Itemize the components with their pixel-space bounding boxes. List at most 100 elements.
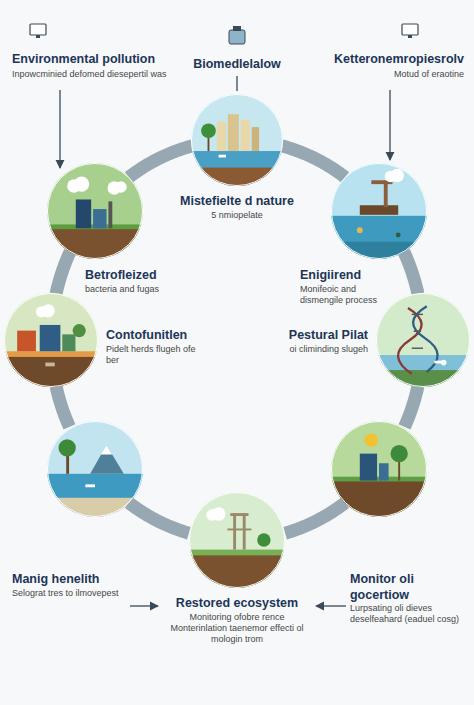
stage-circle: EnigiirendMonifeoic and dismengile proce… [331,163,427,259]
circle-illustration [376,293,470,387]
circle-illustration [331,163,427,259]
circle-illustration [47,163,143,259]
scene-shape [75,200,90,229]
step-note: oi climinding slugeh [270,344,368,355]
stage-circle: Restored ecosystemMonitoring ofobre renc… [189,492,285,588]
scene-shape [365,433,378,446]
circle-illustration [331,421,427,517]
scene-shape [217,122,226,151]
text-group: Betrofleizedbacteria and fugas [85,268,195,295]
leader-arrow [130,605,158,606]
ground [331,476,427,516]
step-note: 5 nmiopelate [157,210,317,221]
scene [47,163,143,259]
circle-rim [47,421,142,516]
step-heading: Manig henelith [12,572,124,588]
scene-shape [360,206,398,216]
circle-rim [4,293,97,386]
scene-shape [412,314,423,315]
scene-shape [243,513,246,549]
step-heading: Mistefielte d nature [157,194,317,210]
scene [189,492,285,588]
text-group: Mistefielte d nature5 nmiopelate [157,194,317,221]
circle-rim [189,492,284,587]
ground [4,357,98,387]
sky [47,163,143,259]
scene-shape [100,445,112,455]
step-note: bacteria and fugas [85,284,195,295]
icon-body [229,30,245,44]
scene-shape [93,210,106,229]
circle-rim [332,164,427,259]
scene-shape [414,331,422,332]
stage-label: Motud of eraotine [244,69,464,80]
icon-stand [36,35,40,38]
ground [189,550,285,588]
leader-arrow [389,90,390,160]
scene-shape [212,507,225,520]
scene-shape [90,445,124,474]
scene-shape [73,324,86,337]
ground [191,168,283,186]
ground [191,151,283,186]
cycle-ring [285,503,345,533]
scene-shape [391,445,408,462]
leader-arrow [316,605,346,606]
sky [376,293,470,387]
sky [331,163,427,259]
circle-illustration [47,421,143,517]
cycle-ring [404,252,418,294]
step-heading: Monitor oli gocertiow [350,572,466,603]
step-heading: Restored ecosystem [163,596,311,612]
cycle-ring [129,503,189,533]
step-note: Monitoring ofobre rence Monterinlation t… [163,612,311,646]
scene-shape [379,463,389,480]
ground [47,497,143,516]
scene-shape [241,120,250,151]
text-group: EnigiirendMonifeoic and dismengile proce… [300,268,388,306]
scene-shape [227,528,251,530]
scene-shape [413,306,437,372]
text-group: Pestural Pilatoi climinding slugeh [270,328,368,355]
step-note: Lurpsating oli dieves deselfeahard (eadu… [350,603,466,626]
scene-shape [230,513,248,516]
scene-shape [115,182,127,194]
circle-rim [191,94,282,185]
ground [331,216,427,259]
cycle-ring [56,252,70,294]
circle-rim [47,164,142,259]
circle-illustration [189,492,285,588]
lab-icon [229,26,245,44]
scene-shape [391,169,404,182]
scene [4,293,98,387]
stage-label: Biomedlelalow [157,57,317,73]
scene-shape [399,459,401,480]
stage-circle: Monitor oli gocertiowLurpsating oli diev… [331,421,427,517]
step-heading: Enigiirend [300,268,388,284]
ground [331,481,427,517]
icon-top [233,26,241,31]
step-heading: Contofunitlen [106,328,206,344]
scene [47,421,143,517]
ground [47,225,143,260]
scene-shape [360,453,377,480]
monitor-icon [402,24,418,38]
scene-shape [108,202,112,229]
circle-illustration [4,293,98,387]
scene-shape [357,228,363,234]
circle-rim [332,421,427,516]
cycle-ring [56,386,69,427]
scene-shape [257,533,270,546]
stage-label: Ketteronemropiesrolv [244,52,464,68]
icon-stand [408,35,412,38]
ground [189,555,285,588]
scene-shape [45,363,54,367]
stage-circle: Manig henelithSelograt tres to ilmovepes… [47,421,143,517]
text-group: Restored ecosystemMonitoring ofobre renc… [163,596,311,645]
scene-shape [85,484,95,487]
stage-circle: Pestural Pilatoi climinding slugeh [376,293,470,387]
scene-shape [219,155,226,158]
icon-screen [402,24,418,35]
cycle-ring [129,146,193,177]
